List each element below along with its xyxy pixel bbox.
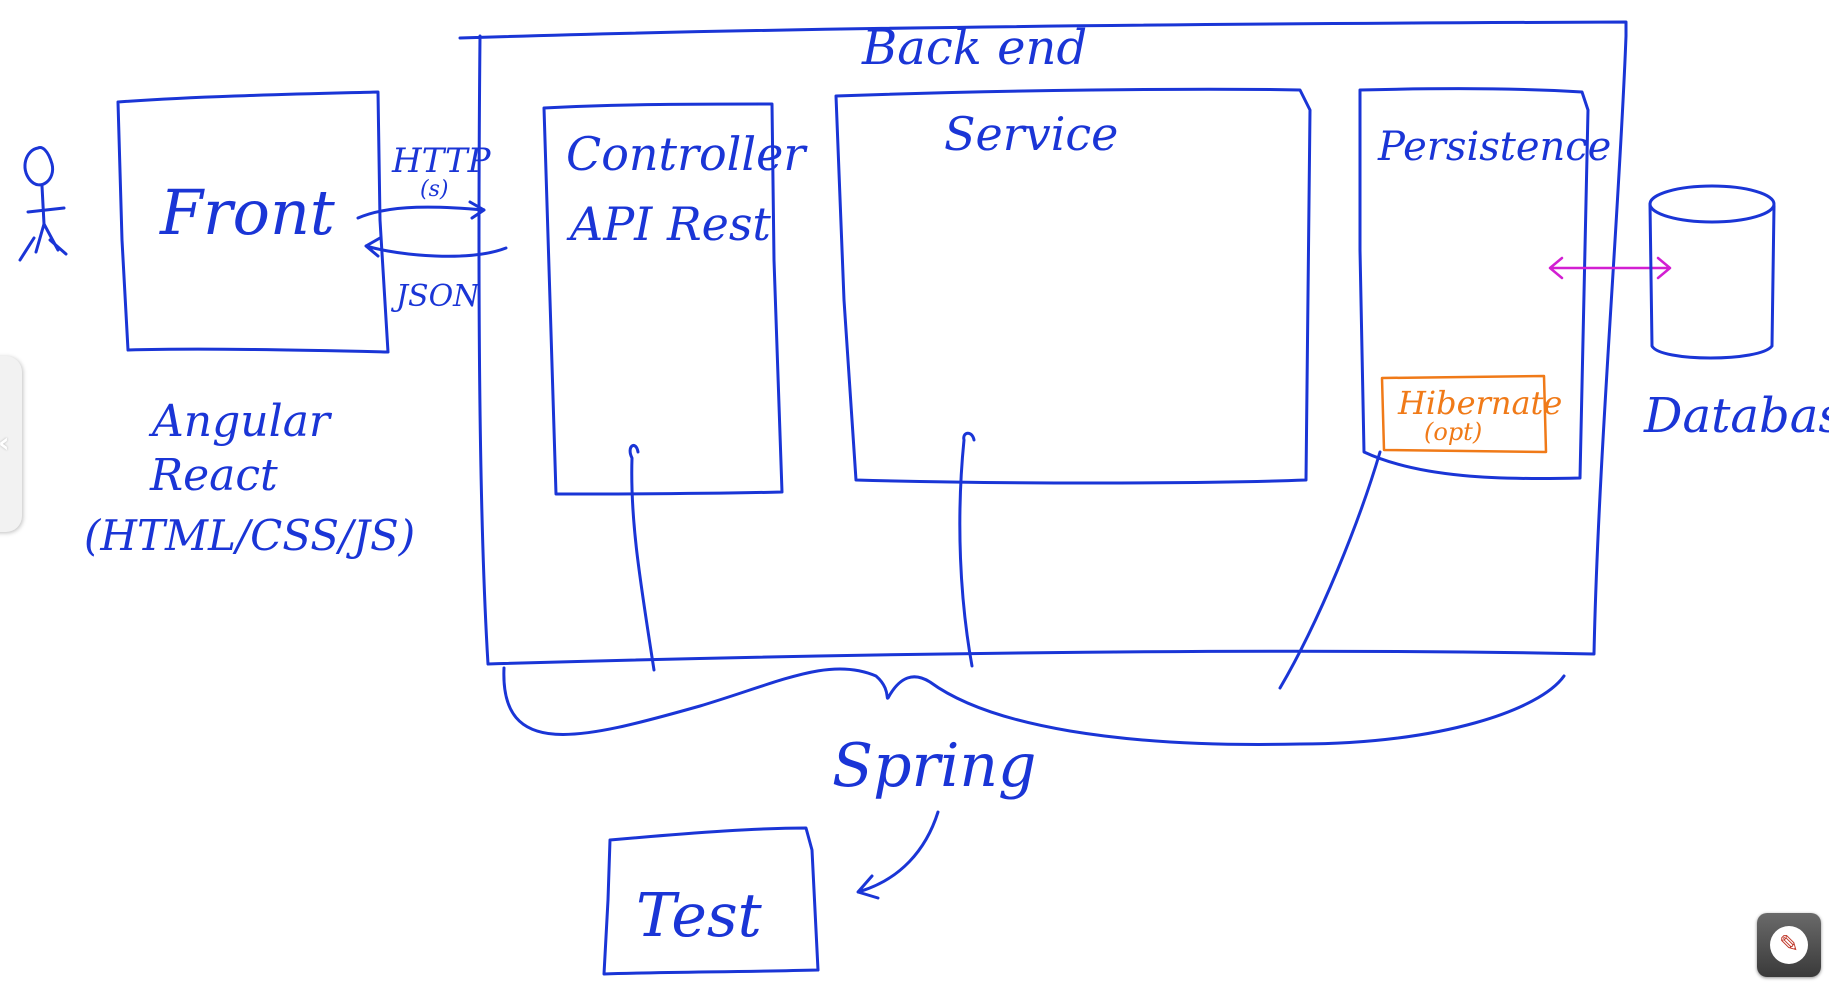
backend-label: Back end <box>861 20 1087 76</box>
service-label: Service <box>944 107 1118 161</box>
framework-label-react: React <box>149 450 278 501</box>
database-label: Database <box>1643 388 1829 444</box>
response-arrow <box>364 236 508 258</box>
spring-label: Spring <box>832 731 1036 801</box>
user-figure <box>18 146 68 262</box>
hibernate-opt-label: (opt) <box>1424 418 1482 446</box>
front-box <box>116 90 390 354</box>
controller-connector <box>628 443 656 672</box>
hibernate-box <box>1380 374 1548 454</box>
database-cylinder <box>1648 184 1776 360</box>
http-s-label: (s) <box>420 177 448 202</box>
service-connector <box>958 431 976 668</box>
pencil-icon: ✎ <box>1770 926 1808 964</box>
persistence-connector <box>1278 450 1382 690</box>
controller-box <box>542 102 784 496</box>
persistence-label: Persistence <box>1377 124 1611 170</box>
controller-label: Controller <box>566 127 808 181</box>
spring-brace <box>502 666 1566 746</box>
service-box <box>834 87 1312 485</box>
json-label: JSON <box>390 279 481 314</box>
persistence-box <box>1358 87 1590 481</box>
front-label: Front <box>159 176 335 249</box>
http-label: HTTP <box>391 141 492 181</box>
test-box <box>602 826 820 976</box>
request-arrow <box>356 200 486 220</box>
framework-label-stack: (HTML/CSS/JS) <box>84 511 415 560</box>
side-panel-handle[interactable]: ‹ <box>0 356 22 532</box>
hibernate-label: Hibernate <box>1397 384 1562 422</box>
pencil-tool-button[interactable]: ✎ <box>1757 913 1821 977</box>
backend-box <box>458 20 1628 666</box>
test-label: Test <box>636 881 763 951</box>
api-rest-label: API Rest <box>566 197 771 251</box>
framework-label-angular: Angular <box>148 396 333 447</box>
spring-to-test-arrow <box>856 810 940 900</box>
chevron-left-icon: ‹ <box>0 426 10 459</box>
